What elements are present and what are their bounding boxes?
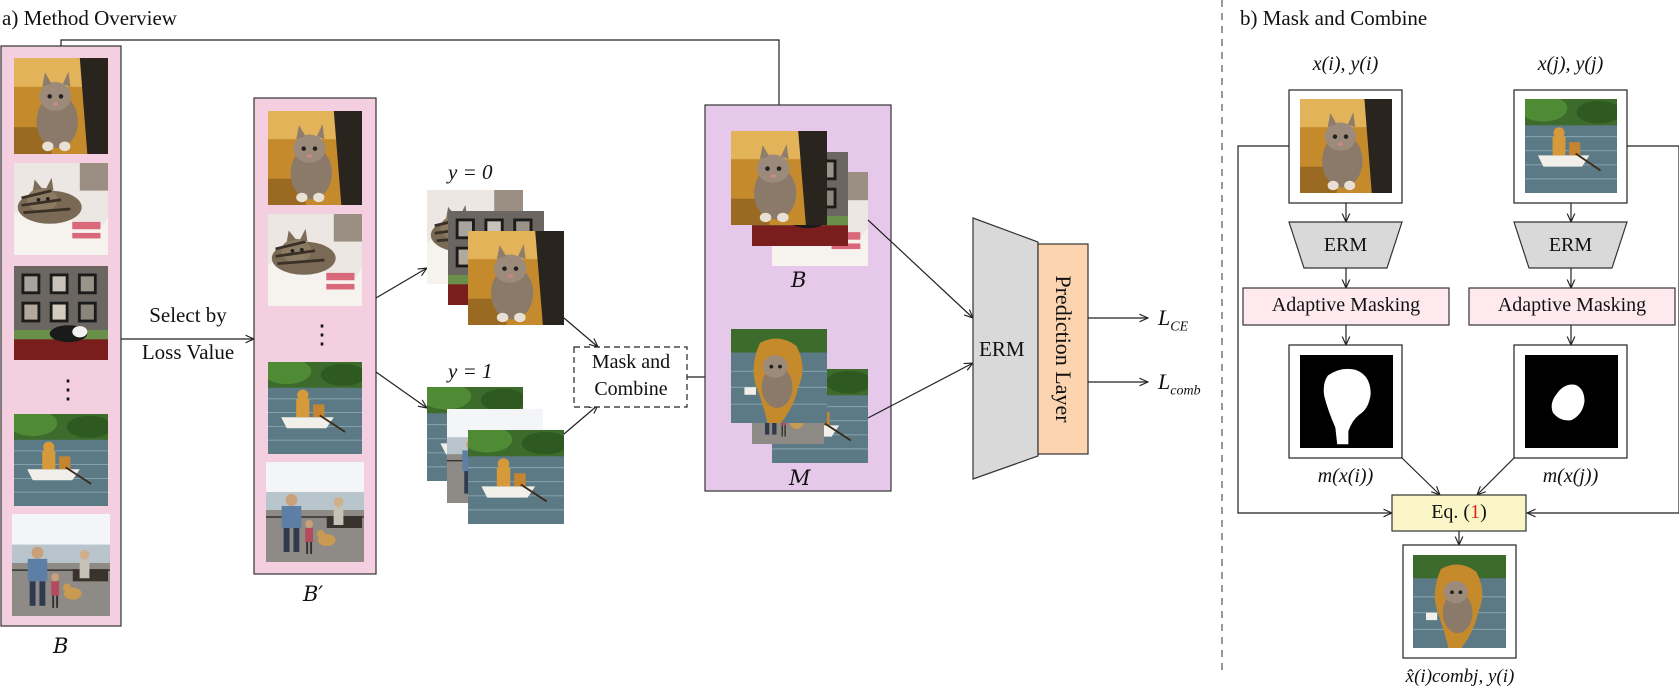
- arrow-mixed-to-erm: [867, 363, 973, 419]
- erm-block: [972, 217, 1039, 480]
- class-label-y0: y = 0: [448, 160, 493, 184]
- output-batch-label: B: [791, 268, 807, 292]
- arrow-y1-to-mask: [563, 405, 598, 435]
- adaptive-masking-left-label: Adaptive Masking: [1271, 294, 1421, 316]
- arrow-mask-i-to-eq: [1401, 457, 1440, 495]
- mask-image-i: [1300, 355, 1393, 448]
- erm-left-block: [1288, 221, 1403, 269]
- arrow-y0-to-mask: [563, 317, 598, 347]
- mask-label-j: m(x(j)): [1542, 465, 1599, 487]
- mask-label-i: m(x(i)): [1317, 465, 1374, 487]
- batch-image-cat-frames: [14, 266, 108, 360]
- output-mixed-label: M: [789, 466, 811, 490]
- input-label-j: x(j), y(j): [1537, 53, 1604, 75]
- erm-left-label: ERM: [1323, 234, 1368, 256]
- batch-dots: ⋮: [55, 375, 81, 404]
- stack-y0: [427, 190, 564, 325]
- batch-image-pier: [12, 514, 110, 616]
- adaptive-masking-left: [1242, 287, 1450, 326]
- selected-image-pier: [266, 462, 364, 562]
- arrow-mask-j-to-eq: [1477, 457, 1515, 495]
- section-title-b: b) Mask and Combine: [1240, 6, 1428, 30]
- equation-ref: 1: [1470, 501, 1481, 523]
- route-image-i-to-eq: [1237, 145, 1392, 513]
- equation-box: [1391, 494, 1527, 532]
- select-label-line1: Select by: [149, 303, 227, 327]
- arrow-to-y1: [375, 371, 427, 408]
- batch-image-cat-bed: [14, 163, 108, 255]
- batch-image-cat: [14, 58, 108, 154]
- batch-image-boat: [14, 414, 108, 506]
- input-label-i: x(i), y(i): [1312, 53, 1379, 75]
- adaptive-masking-right: [1468, 287, 1676, 326]
- combined-image: [1413, 555, 1506, 648]
- skip-arrow: [60, 39, 779, 131]
- select-label-line2: Loss Value: [141, 340, 235, 364]
- arrow-batch-to-erm: [867, 219, 973, 318]
- loss-comb-label: Lcomb: [1158, 369, 1201, 399]
- selected-image-cat: [268, 111, 362, 205]
- selected-image-boat: [268, 362, 362, 454]
- batch-label: B: [53, 634, 69, 658]
- arrow-to-y0: [375, 268, 427, 299]
- mask-image-j: [1525, 355, 1618, 448]
- selected-image-cat-bed: [268, 214, 362, 306]
- mask-combine-label-line2: Combine: [594, 378, 668, 400]
- prediction-layer-label: Prediction Layer: [1051, 275, 1076, 423]
- input-image-j: [1525, 99, 1617, 193]
- input-image-i: [1300, 99, 1392, 193]
- selected-batch-dots: ⋮: [309, 320, 335, 349]
- erm-right-block: [1513, 221, 1628, 269]
- selected-batch-label: B′: [303, 582, 324, 606]
- stack-y1: [427, 387, 564, 524]
- adaptive-masking-right-label: Adaptive Masking: [1497, 294, 1647, 316]
- prediction-layer-block: [1037, 243, 1089, 455]
- route-image-j-to-eq: [1527, 146, 1679, 513]
- mask-combine-box: [573, 346, 688, 408]
- mask-combine-label-line1: Mask and: [591, 351, 671, 373]
- loss-ce-label: LCE: [1158, 305, 1189, 335]
- class-label-y1: y = 1: [448, 359, 493, 383]
- equation-label: Eq. (1): [1431, 501, 1487, 523]
- erm-right-label: ERM: [1548, 234, 1593, 256]
- section-title-a: a) Method Overview: [2, 6, 177, 30]
- combined-label: x̂(i)combj, y(i): [1405, 666, 1515, 687]
- erm-label: ERM: [979, 337, 1025, 361]
